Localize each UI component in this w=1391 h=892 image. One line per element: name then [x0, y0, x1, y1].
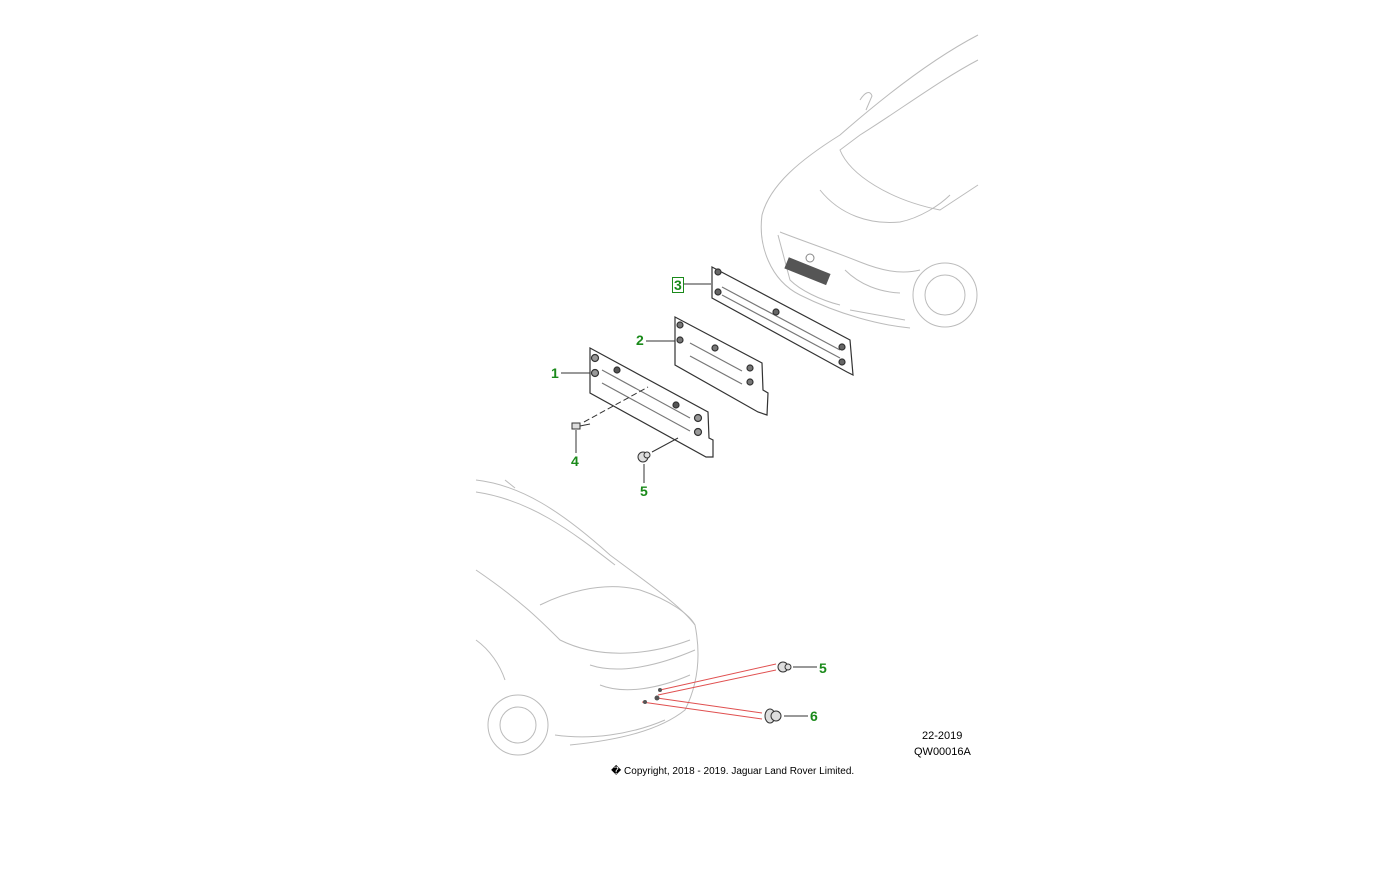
- red-leader-lines: [641, 663, 777, 720]
- part-5-nut: [637, 451, 651, 463]
- part-1-plate: [589, 346, 714, 458]
- copyright-text: � Copyright, 2018 - 2019. Jaguar Land Ro…: [611, 766, 855, 777]
- callout-4[interactable]: 4: [571, 453, 579, 469]
- illustration-id: QW00016A: [914, 746, 971, 758]
- part-3-bracket: [711, 266, 854, 377]
- part-5-nut-rear: [777, 661, 792, 673]
- callout-2[interactable]: 2: [636, 332, 644, 348]
- callout-3[interactable]: 3: [672, 277, 684, 293]
- date-code: 22-2019: [922, 730, 963, 742]
- callout-6[interactable]: 6: [810, 708, 818, 724]
- part-2-plate: [674, 316, 769, 416]
- callout-5-top[interactable]: 5: [640, 483, 648, 499]
- part-4-screw: [571, 422, 591, 430]
- callout-5-bottom[interactable]: 5: [819, 660, 827, 676]
- rear-car-outline: [475, 479, 699, 756]
- front-car-outline: [760, 34, 979, 329]
- part-6-clip: [764, 708, 782, 724]
- callout-1[interactable]: 1: [551, 365, 559, 381]
- front-plate-mount: [784, 257, 831, 286]
